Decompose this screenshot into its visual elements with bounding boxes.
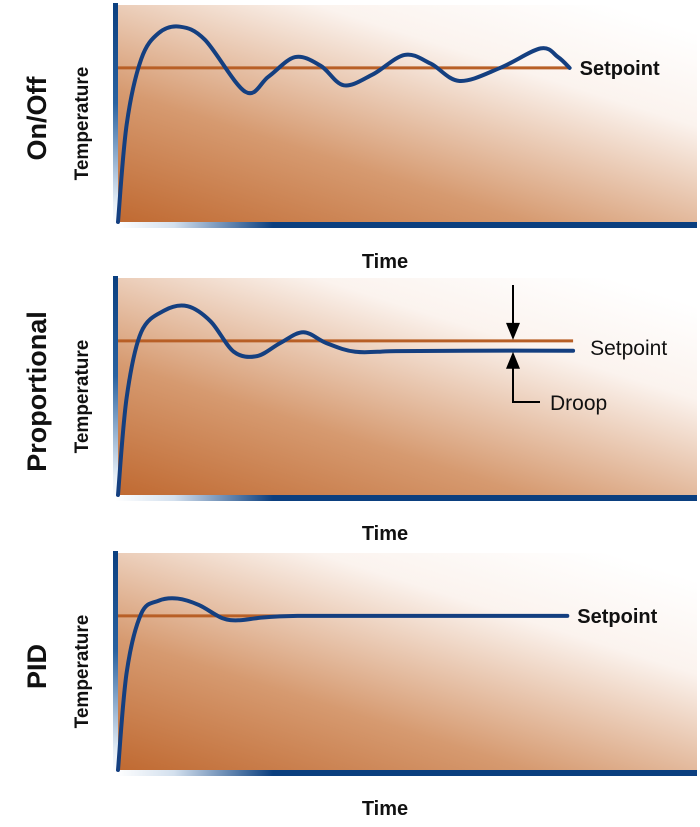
mode-label-on-off: On/Off — [22, 76, 52, 161]
setpoint-label: Setpoint — [577, 606, 657, 628]
x-axis — [116, 222, 697, 228]
temperature-curve — [116, 596, 570, 772]
temperature-curve — [116, 24, 572, 224]
plot-background — [118, 553, 697, 770]
setpoint-label: Setpoint — [580, 58, 660, 80]
x-axis-label: Time — [362, 798, 408, 820]
x-axis-label: Time — [362, 251, 408, 273]
arrow-down-icon — [506, 322, 520, 340]
temperature-curve — [116, 303, 576, 497]
droop-label: Droop — [550, 392, 607, 415]
mode-label-pid: PID — [22, 644, 52, 689]
y-axis — [113, 3, 118, 225]
x-axis — [116, 495, 697, 501]
droop-leader-line — [512, 366, 540, 403]
y-axis — [113, 551, 118, 773]
mode-label-proportional: Proportional — [22, 311, 52, 472]
x-axis — [116, 770, 697, 776]
y-axis-label: Temperature — [72, 615, 93, 729]
setpoint-label: Setpoint — [590, 337, 667, 360]
droop-arrows — [506, 285, 540, 403]
y-axis — [113, 276, 118, 498]
plot-background — [118, 278, 697, 495]
y-axis-label: Temperature — [72, 67, 93, 181]
x-axis-label: Time — [362, 523, 408, 545]
plot-background — [118, 5, 697, 222]
y-axis-label: Temperature — [72, 340, 93, 454]
arrow-up-icon — [506, 351, 520, 369]
